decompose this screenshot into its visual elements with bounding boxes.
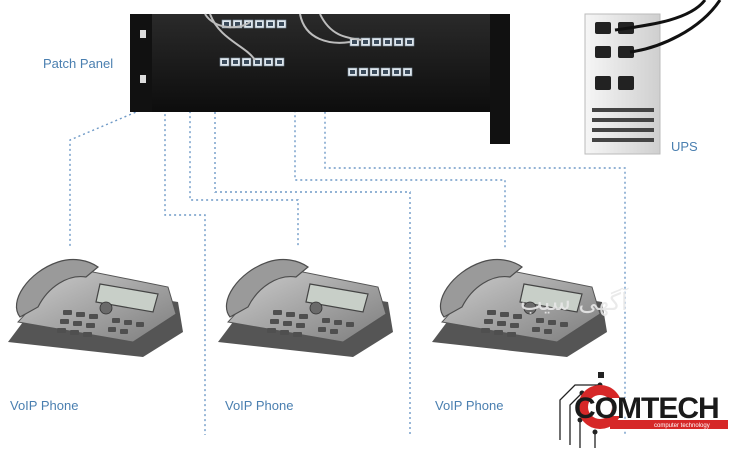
patch-panel-label: Patch Panel (43, 56, 113, 71)
cable-runs (69, 84, 626, 435)
voip-phone-label-3: VoIP Phone (435, 398, 503, 413)
voip-phone-label-1: VoIP Phone (10, 398, 78, 413)
voip-phone-2 (217, 258, 394, 358)
ups-label: UPS (671, 139, 698, 154)
comtech-logo-text: COMTECH (574, 392, 719, 425)
comtech-logo-subtitle: computer technology (654, 423, 710, 429)
voip-phone-1 (7, 258, 184, 358)
voip-phone-label-2: VoIP Phone (225, 398, 293, 413)
comtech-logo (559, 372, 728, 448)
watermark-text: آگهی سیب (520, 287, 629, 316)
ups-unit (584, 0, 722, 155)
patch-panel-rack (130, 13, 510, 144)
